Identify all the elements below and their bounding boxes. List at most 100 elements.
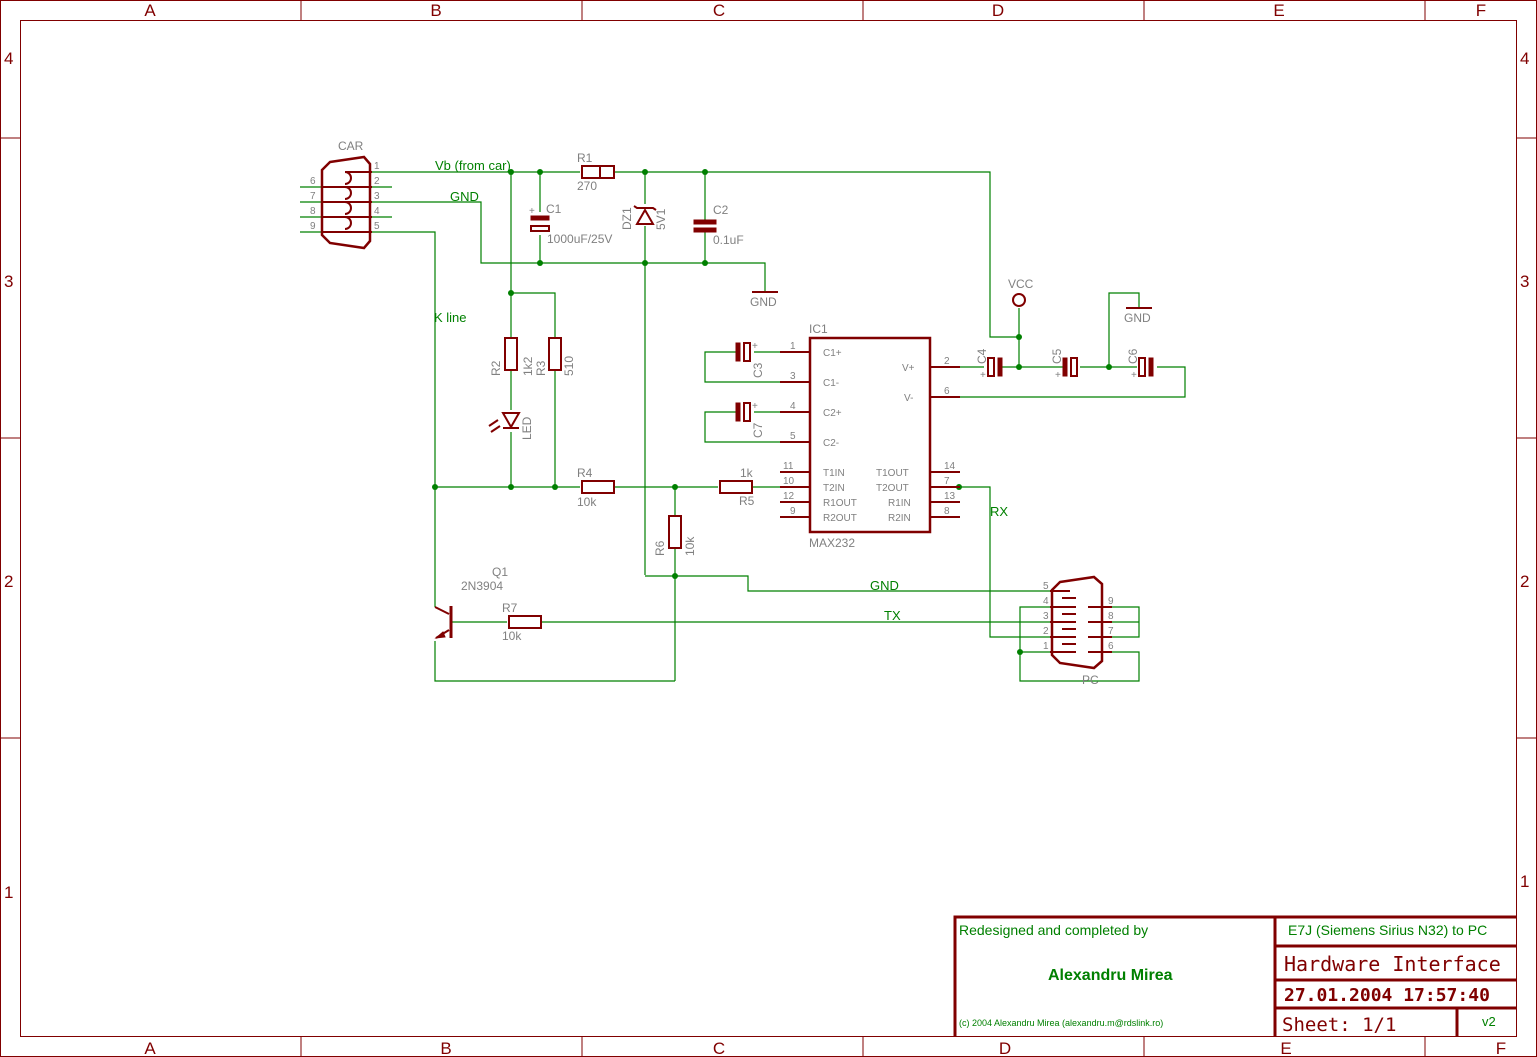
plus-sign: + [529,206,535,217]
author-name: Alexandru Mirea [1048,967,1173,984]
ref-c7: C7 [751,422,765,438]
ref-r1: R1 [577,151,593,165]
pin-number: 9 [1108,596,1114,607]
ref-c6: C6 [1126,348,1140,364]
pin-label: C2+ [823,408,842,419]
pin-number: 5 [374,221,380,232]
row-label: 1 [4,883,13,902]
pin-number: 9 [310,221,316,232]
ref-c2: C2 [713,203,729,217]
net-label-gnd: GND [870,578,899,593]
pin-label: T2OUT [876,483,909,494]
resistor-r5: 1k R5 [719,466,755,508]
capacitor-c5: + C5 [1050,348,1078,381]
pin-label: C2- [823,438,839,449]
net-label-rx: RX [990,504,1008,519]
junctions [432,169,1112,655]
value-q1: 2N3904 [461,579,503,593]
drawing-datetime: 27.01.2004 17:57:40 [1284,985,1490,1006]
ref-ic1: IC1 [809,322,828,336]
pin-number: 8 [310,206,316,217]
junction-dot [1106,364,1112,370]
row-label: 3 [4,272,13,291]
pin-number: 5 [790,431,796,442]
pin-label: T1IN [823,468,845,479]
pin-label: R2OUT [823,513,857,524]
value-c2: 0.1uF [713,233,744,247]
col-label: D [992,1,1004,20]
pc-connector: PC 1 2 3 4 5 6 7 8 9 [1043,575,1114,687]
junction-dot [537,169,543,175]
pin-number: 5 [1043,581,1049,592]
col-label: A [144,1039,156,1057]
ic1-max232: IC1 MAX232 1 C1+ 3 C1- 4 C2+ 5 C2- 11 T1… [780,322,960,550]
pin-number: 8 [1108,611,1114,622]
pin-number: 2 [944,356,950,367]
col-label: B [430,1,441,20]
resistor-r3: R3 510 [534,337,576,376]
ref-c1: C1 [546,202,562,216]
vcc-label: VCC [1008,277,1034,291]
row-label: 4 [4,49,13,68]
net-label-tx: TX [884,608,901,623]
pin-label: C1- [823,378,839,389]
col-label: F [1496,1039,1506,1057]
gnd-symbol: GND [750,291,778,309]
ref-c5: C5 [1050,348,1064,364]
row-label: 3 [1520,272,1529,291]
resistor-r7: R7 10k [502,601,542,643]
plus-sign: + [1131,370,1137,381]
pin-number: 13 [944,491,956,502]
junction-dot [537,260,543,266]
pin-number: 14 [944,461,956,472]
col-label: D [999,1039,1011,1057]
col-label: A [144,1,156,20]
copyright-text: (c) 2004 Alexandru Mirea (alexandru.m@rd… [959,1018,1163,1028]
pin-number: 2 [1043,626,1049,637]
pin-label: V+ [902,363,915,374]
ref-r5: R5 [739,494,755,508]
pin-number: 7 [1108,626,1114,637]
ref-r6: R6 [653,540,667,556]
gnd-label: GND [750,295,777,309]
gnd-symbol: GND [1124,307,1152,325]
ref-c3: C3 [751,362,765,378]
column-labels-top: A B C D E F [144,1,1486,20]
capacitor-c7: + C7 [735,401,765,438]
pin-label: R1IN [888,498,911,509]
net-label-gnd: GND [450,189,479,204]
pin-label: C1+ [823,348,842,359]
pin-label: V- [904,393,913,404]
plus-sign: + [752,401,758,412]
value-dz1: 5V1 [654,208,668,230]
pin-number: 4 [1043,596,1049,607]
pin-number: 3 [374,191,380,202]
junction-dot [1016,334,1022,340]
junction-dot [672,573,678,579]
net-label-kline: K line [434,310,467,325]
value-r2: 1k2 [521,356,535,376]
value-r5: 1k [740,466,754,480]
capacitor-c2: C2 0.1uF [693,203,744,247]
pin-label: R1OUT [823,498,857,509]
junction-dot [432,484,438,490]
resistor-r1: R1 270 [577,151,615,193]
value-r6: 10k [683,536,697,556]
sheet-number: Sheet: 1/1 [1282,1014,1396,1036]
junction-dot [702,169,708,175]
pin-number: 12 [783,491,795,502]
value-r3: 510 [562,356,576,376]
pin-number: 2 [374,176,380,187]
value-c1: 1000uF/25V [547,232,612,246]
ref-r7: R7 [502,601,518,615]
col-label: B [440,1039,451,1057]
junction-dot [508,169,514,175]
drawing-title: Hardware Interface [1284,952,1501,976]
pin-label: T2IN [823,483,845,494]
col-label: E [1273,1,1284,20]
pin-number: 1 [790,341,796,352]
net-label-vb: Vb (from car) [435,158,511,173]
plus-sign: + [980,370,986,381]
resistor-r4: R4 10k [577,466,615,509]
pin-number: 4 [790,401,796,412]
